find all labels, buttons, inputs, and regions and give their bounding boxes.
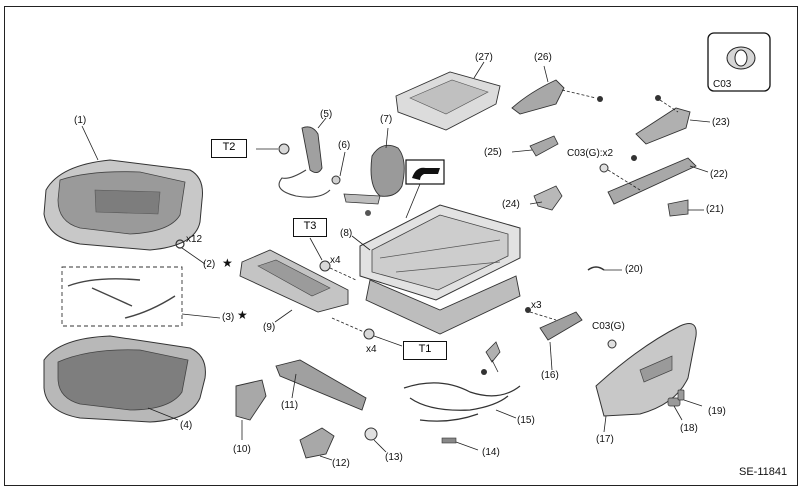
label-part-25: (25) xyxy=(484,147,502,158)
label-part-17: (17) xyxy=(596,434,614,445)
quantity-x4-t3: x4 xyxy=(330,255,341,266)
rail-part-16 xyxy=(525,307,583,371)
c03-clip-legend xyxy=(707,32,771,92)
torque-box-t1: T1 xyxy=(403,341,447,360)
quantity-x4-t1: x4 xyxy=(366,344,377,355)
label-part-12: (12) xyxy=(332,458,350,469)
quantity-x12: x12 xyxy=(186,234,203,245)
label-part-26: (26) xyxy=(534,52,552,63)
quantity-x3: x3 xyxy=(531,300,542,311)
diagram-code: SE-11841 xyxy=(739,466,788,478)
bracket-part-21 xyxy=(667,199,704,217)
knob-parts xyxy=(667,389,703,421)
c03-legend-label: C03 xyxy=(713,79,732,90)
label-part-15: (15) xyxy=(517,415,535,426)
bolt-t1 xyxy=(331,317,403,347)
trim-part-11 xyxy=(275,359,367,411)
wiring-harness xyxy=(403,382,521,422)
clip-part-13 xyxy=(364,427,387,453)
clip-part xyxy=(175,239,206,265)
label-part-4: (4) xyxy=(180,420,193,431)
label-part-11: (11) xyxy=(281,400,299,411)
star-mark-3: ★ xyxy=(237,308,248,322)
star-mark-2: ★ xyxy=(222,256,233,270)
grease-icon xyxy=(405,159,445,219)
torque-box-t2: T2 xyxy=(211,139,247,158)
quantity-c03g: C03(G) xyxy=(592,321,625,332)
label-part-8: (8) xyxy=(340,228,353,239)
label-part-3: (3) xyxy=(222,312,235,323)
label-part-5: (5) xyxy=(320,109,333,120)
label-part-16: (16) xyxy=(541,370,559,381)
label-part-23: (23) xyxy=(712,117,730,128)
torque-box-t3: T3 xyxy=(293,218,327,237)
label-part-9: (9) xyxy=(263,322,276,333)
seat-frame xyxy=(351,204,521,335)
seat-belt-buckle xyxy=(256,117,331,198)
label-part-22: (22) xyxy=(710,169,728,180)
cover-part-26 xyxy=(511,65,603,115)
cover-part-12 xyxy=(299,427,335,461)
rail-part-22 xyxy=(599,155,709,205)
cover-part-25 xyxy=(511,135,559,157)
bracket-part-24 xyxy=(529,185,563,211)
bracket-part-28 xyxy=(481,341,501,375)
cushion-pan-27 xyxy=(395,61,501,131)
side-shield xyxy=(595,323,697,433)
clip-part-20 xyxy=(587,266,622,271)
nut-part xyxy=(331,151,346,185)
front-rail-cover xyxy=(239,249,349,323)
label-part-21: (21) xyxy=(706,204,724,215)
label-part-7: (7) xyxy=(380,114,393,125)
label-part-13: (13) xyxy=(385,452,403,463)
label-part-18: (18) xyxy=(680,423,698,434)
wire-set xyxy=(61,266,221,327)
label-part-20: (20) xyxy=(625,264,643,275)
label-part-1: (1) xyxy=(74,115,87,126)
cover-part-10 xyxy=(235,379,267,440)
label-part-6: (6) xyxy=(338,140,351,151)
bracket-part-23 xyxy=(635,95,711,145)
connector-part-14 xyxy=(441,437,479,451)
label-part-10: (10) xyxy=(233,444,251,455)
label-part-2: (2) xyxy=(203,259,216,270)
bolt-t3 xyxy=(309,237,357,281)
label-part-14: (14) xyxy=(482,447,500,458)
seat-cushion-cover xyxy=(43,335,206,423)
label-part-27: (27) xyxy=(475,52,493,63)
quantity-c03g-x2: C03(G):x2 xyxy=(567,148,614,159)
seat-cushion-pad xyxy=(43,159,203,251)
label-part-19: (19) xyxy=(708,406,726,417)
side-cover xyxy=(343,127,405,216)
label-part-24: (24) xyxy=(502,199,520,210)
